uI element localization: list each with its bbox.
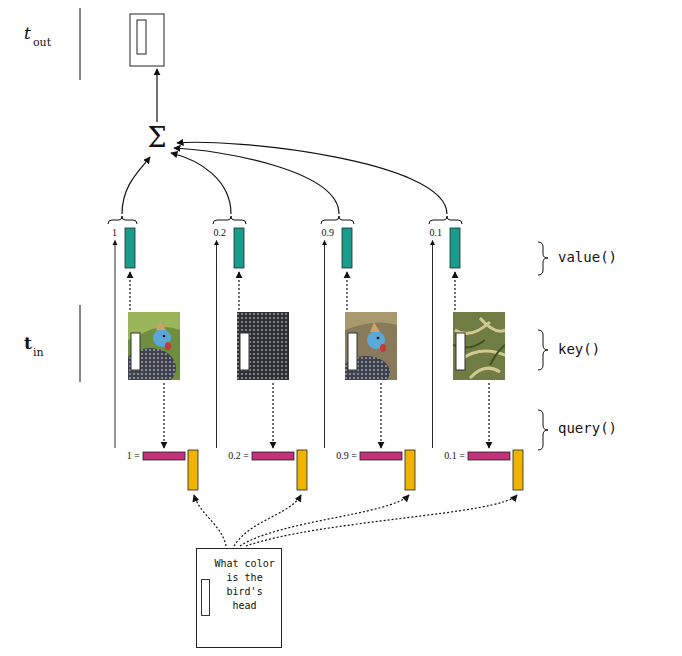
dotted-arrow [246, 495, 517, 546]
value-vectors [125, 228, 460, 268]
query-vector [188, 450, 198, 490]
photo-ground [237, 312, 289, 380]
question-text: What color is the bird's head [213, 557, 276, 613]
dotted-arrow [346, 272, 347, 310]
query-arrows [194, 495, 517, 546]
query-vector [297, 450, 307, 490]
tensor-symbol: t [24, 24, 31, 44]
weight-arrow [324, 241, 325, 449]
query-vector [405, 450, 415, 490]
dotted-arrow [129, 272, 130, 310]
photo-ground [453, 312, 505, 380]
score-label: 1 = [127, 450, 140, 462]
question-vector-rect [202, 580, 210, 616]
dotted-arrow [234, 495, 301, 546]
weight-braces [108, 216, 462, 224]
bird-photo [128, 312, 180, 380]
dotted-arrow [488, 383, 489, 448]
function-label: key() [558, 341, 600, 357]
key-vector [468, 452, 510, 460]
bird-eye [163, 335, 166, 338]
sum-curves [122, 142, 447, 214]
weight-number: 1 [112, 227, 117, 239]
sum-curve [171, 153, 231, 214]
brace [108, 216, 137, 224]
bird-casque [156, 320, 166, 330]
function-label: query() [558, 420, 617, 436]
weight-arrow [216, 241, 217, 449]
ground-texture [345, 312, 397, 330]
weight-arrow [432, 241, 433, 449]
score-label: 0.2 = [228, 450, 249, 462]
leaf [490, 345, 505, 365]
right-braces [538, 242, 548, 450]
value-vector [342, 228, 352, 268]
key-query-vectors [143, 450, 523, 490]
weight-arrow [115, 241, 116, 449]
key-arrows [164, 383, 489, 448]
patch-vector [456, 333, 465, 370]
query-vector [513, 450, 523, 490]
weight-number: 0.1 [430, 227, 443, 239]
leaf [480, 318, 505, 331]
dotted-arrow [454, 272, 455, 310]
question-vector [201, 579, 211, 617]
value-vector [450, 228, 460, 268]
sum-curve [177, 142, 447, 214]
bird-eye [377, 337, 380, 340]
weight-number: 0.2 [214, 227, 227, 239]
bird-wattle [165, 342, 171, 350]
bird-wattle [380, 344, 386, 352]
plant-photo [453, 312, 505, 380]
brace [429, 216, 462, 224]
tensor-symbol: t [24, 334, 32, 354]
value-vector [125, 228, 135, 268]
rule-line [80, 8, 81, 80]
brace [538, 410, 548, 450]
sum-curve [174, 148, 339, 214]
output-box [130, 14, 164, 66]
dotted-arrow [194, 495, 226, 546]
tensor-subscript: out [33, 37, 51, 50]
feather-photo [237, 312, 289, 380]
dotted-arrow [272, 383, 273, 448]
patch-vector [240, 333, 249, 370]
value-arrows [130, 272, 455, 310]
brace [213, 216, 246, 224]
brace [538, 242, 548, 275]
sum-symbol: Σ [147, 122, 166, 153]
leaf-strokes [455, 318, 505, 378]
dotted-arrow [163, 383, 164, 448]
patch-vector [131, 333, 140, 370]
key-vector [360, 452, 402, 460]
key-vector [143, 452, 185, 460]
key-vector [252, 452, 294, 460]
sum-arrow [156, 69, 157, 122]
dotted-arrow [238, 272, 239, 310]
leaf [470, 368, 500, 378]
value-vector [234, 228, 244, 268]
brace [321, 216, 354, 224]
dotted-arrow [380, 383, 381, 448]
sum-curve [122, 157, 150, 214]
patch-vector [348, 333, 357, 370]
bird-casque [370, 322, 380, 332]
feather-spots [237, 312, 289, 380]
weight-number: 0.9 [322, 227, 335, 239]
rule-line [80, 305, 81, 382]
output-vector [137, 20, 146, 54]
tensor-subscript: in [33, 347, 44, 360]
bird-photo [345, 312, 397, 380]
brace [538, 330, 548, 370]
question-box: What color is the bird's head [196, 548, 282, 648]
score-label: 0.9 = [336, 450, 357, 462]
function-label: value() [558, 249, 617, 265]
score-label: 0.1 = [444, 450, 465, 462]
